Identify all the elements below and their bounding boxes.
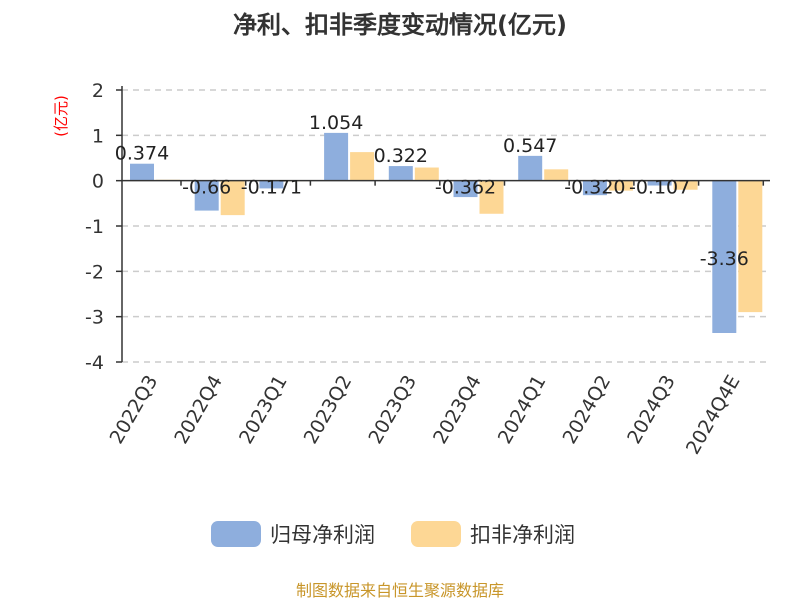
y-tick-label: 1 (92, 125, 104, 147)
y-tick-label: -3 (85, 307, 104, 329)
data-label: -0.320 (564, 177, 625, 199)
data-label: -0.107 (629, 177, 690, 199)
bar-adjusted-profit-2023Q4 (479, 180, 504, 214)
x-tick-label: 2022Q4 (170, 372, 227, 448)
bar-net-profit-2024Q4E (712, 180, 737, 333)
y-tick-label: -2 (85, 261, 104, 283)
bar-net-profit-2022Q4 (194, 180, 219, 211)
x-tick-label: 2024Q2 (558, 372, 615, 448)
x-tick-label: 2022Q3 (106, 372, 163, 448)
x-tick-label: 2023Q3 (364, 372, 421, 448)
y-tick-label: -4 (85, 352, 104, 374)
data-label: -0.171 (241, 177, 302, 199)
bar-net-profit-2023Q2 (324, 132, 349, 181)
x-tick-label: 2024Q1 (494, 372, 551, 448)
y-tick-label: 0 (92, 171, 104, 193)
x-tick-label: 2023Q4 (429, 372, 486, 448)
data-label: -0.362 (435, 177, 496, 199)
data-label: -0.66 (182, 177, 231, 199)
chart-title: 净利、扣非季度变动情况(亿元) (233, 11, 567, 39)
data-label: -3.36 (700, 248, 749, 270)
legend: 归母净利润 扣非净利润 (211, 521, 575, 547)
source-note: 制图数据来自恒生聚源数据库 (296, 581, 504, 600)
bar-adjusted-profit-2024Q1 (544, 169, 569, 181)
data-label: 0.547 (503, 135, 557, 157)
bar-net-profit-2024Q1 (518, 155, 543, 181)
bar-adjusted-profit-2024Q4E (738, 180, 763, 313)
bar-adjusted-profit-2023Q3 (414, 167, 439, 181)
bar-net-profit-2022Q3 (130, 163, 154, 181)
bar-net-profit-2023Q4 (453, 180, 478, 198)
bar-adjusted-profit-2023Q2 (350, 152, 375, 181)
grid-lines (122, 89, 770, 363)
x-tick-label: 2024Q4E (682, 372, 745, 459)
legend-swatch (411, 521, 461, 547)
x-tick-label: 2024Q3 (623, 372, 680, 448)
bar-net-profit-2024Q2 (582, 180, 607, 196)
legend-swatch (211, 521, 261, 547)
y-tick-label: 2 (92, 80, 104, 102)
x-tick-label: 2023Q1 (235, 372, 292, 448)
bar-adjusted-profit-2022Q4 (220, 180, 245, 216)
bar-adjusted-profit-2024Q2 (608, 180, 633, 191)
bar-net-profit-2024Q3 (647, 180, 672, 186)
data-label: 0.322 (374, 145, 428, 167)
legend-label: 扣非净利润 (470, 523, 575, 547)
bar-adjusted-profit-2024Q3 (673, 180, 698, 190)
legend-label: 归母净利润 (270, 523, 375, 547)
y-axis-label: (亿元) (52, 95, 70, 137)
data-label: 1.054 (309, 112, 363, 134)
data-label: 0.374 (115, 143, 169, 165)
bar-net-profit-2023Q3 (388, 166, 413, 181)
bars (130, 132, 763, 333)
bar-net-profit-2023Q1 (259, 180, 284, 189)
x-tick-label: 2023Q2 (300, 372, 357, 448)
data-labels: 0.374 -0.66 -0.171 1.054 0.322 -0.362 0.547 -0.… (115, 112, 749, 270)
y-tick-label: -1 (85, 216, 104, 238)
